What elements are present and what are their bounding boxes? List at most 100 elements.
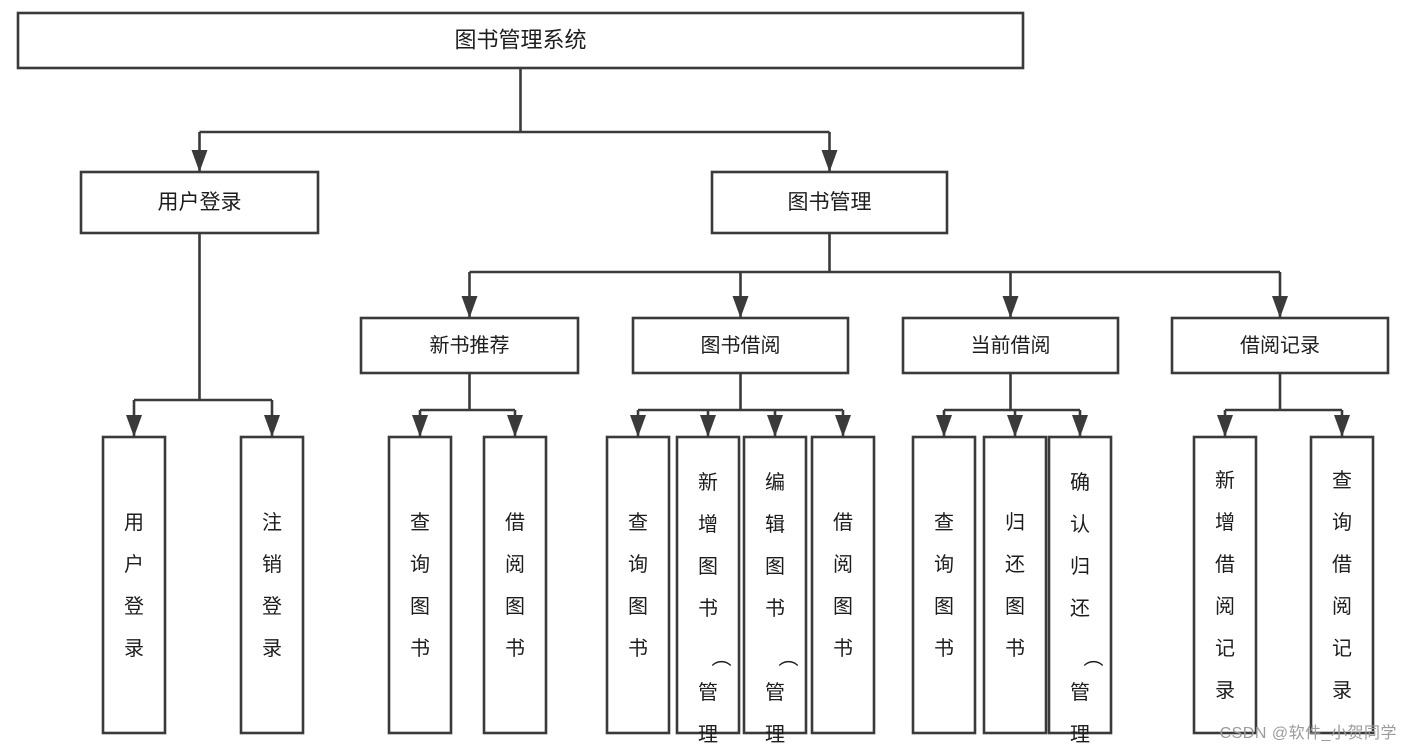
arrow-head-icon: [1334, 415, 1350, 437]
leaf-label-char: 图: [698, 556, 718, 578]
leaf-label-char: 图: [765, 556, 785, 578]
node-root-system[interactable]: 图书管理系统: [16, 11, 1025, 70]
leaf-label-char: 借: [1332, 553, 1352, 576]
leaf-label-char: 图: [410, 596, 430, 618]
leaf-label-char: 录: [124, 638, 144, 660]
leaf-label-char: 图: [1005, 596, 1025, 618]
leaf-label-char: 书: [833, 637, 853, 660]
leaf-label-char: 注: [262, 511, 282, 534]
leaf-label-char: 新: [1215, 469, 1235, 492]
leaf-label-char: 阅: [505, 553, 525, 576]
leaf-label-char: 借: [505, 511, 525, 534]
leaf-label-char: 辑: [765, 513, 785, 536]
leaf-label-char: 借: [833, 511, 853, 534]
leaf-label-char: 借: [1215, 553, 1235, 576]
node-layer: 图书管理系统用户登录图书管理新书推荐图书借阅当前借阅借阅记录用户登录注销登录查询…: [16, 11, 1390, 747]
node-label: 借阅记录: [1240, 334, 1320, 357]
leaf-label-char: 户: [124, 553, 144, 576]
arrow-head-icon: [1072, 415, 1088, 437]
leaf-label-char: 还: [1070, 597, 1090, 620]
arrow-head-icon: [126, 415, 142, 437]
leaf-label-char: 询: [934, 553, 954, 576]
arrow-head-icon: [412, 415, 428, 437]
arrow-head-icon: [461, 296, 478, 318]
arrow-head-icon: [767, 415, 783, 437]
leaf-label-char: 书: [505, 637, 525, 660]
node-label: 当前借阅: [971, 334, 1051, 357]
arrow-head-icon: [732, 296, 749, 318]
arrow-head-icon: [1272, 296, 1288, 318]
leaf-label-char: 图: [628, 596, 648, 618]
arrow-head-icon: [1002, 296, 1019, 318]
arrow-head-icon: [630, 415, 646, 437]
leaf-label-char: 增: [1215, 511, 1235, 534]
leaf-label-char: 理: [765, 724, 785, 746]
leaf-label-char: 管: [765, 681, 785, 704]
leaf-label-char: 归: [1005, 511, 1025, 534]
leaf-label-char: 书: [698, 597, 718, 620]
node-label: 用户登录: [158, 191, 242, 214]
node-label: 图书管理系统: [454, 27, 586, 52]
node-book-manage[interactable]: 图书管理: [710, 170, 949, 235]
node-new-book-recommend[interactable]: 新书推荐: [359, 316, 580, 375]
leaf-label-char: （: [709, 647, 732, 667]
leaf-label-char: 图: [505, 596, 525, 618]
leaf-label-char: 记: [1332, 637, 1352, 660]
leaf-label-char: 询: [1332, 511, 1352, 534]
leaf-label-char: （: [776, 647, 799, 667]
leaf-label-char: 书: [410, 637, 430, 660]
node-leaf-user-login[interactable]: 用户登录: [101, 435, 167, 735]
leaf-label-char: 书: [934, 637, 954, 660]
leaf-label-char: 查: [1332, 469, 1352, 492]
arrow-head-icon: [821, 150, 838, 172]
leaf-label-char: 查: [628, 511, 648, 534]
watermark-text: CSDN @软件_小贺同学: [1219, 725, 1397, 742]
leaf-label-char: 记: [1215, 637, 1235, 660]
leaf-label-char: 认: [1070, 513, 1090, 536]
arrow-head-icon: [936, 415, 952, 437]
leaf-label-char: 询: [410, 553, 430, 576]
leaf-label-char: 阅: [1215, 595, 1235, 618]
leaf-label-char: 管: [1070, 681, 1090, 704]
leaf-label-char: 录: [262, 638, 282, 660]
node-borrow-record[interactable]: 借阅记录: [1170, 316, 1390, 375]
leaf-label-char: 书: [1005, 637, 1025, 660]
leaf-label-char: 管: [698, 681, 718, 704]
leaf-label-char: 书: [765, 597, 785, 620]
leaf-label-char: 阅: [1332, 595, 1352, 618]
leaf-label-char: 理: [698, 724, 718, 746]
leaf-label-char: 还: [1005, 553, 1025, 576]
leaf-label-char: 用: [124, 512, 144, 534]
arrow-head-icon: [191, 150, 208, 172]
leaf-label-char: 询: [628, 553, 648, 576]
leaf-label-char: 登: [262, 595, 282, 618]
connector-layer: [126, 68, 1350, 437]
leaf-label-char: （: [1081, 647, 1104, 667]
leaf-label-char: 销: [262, 553, 282, 576]
arrow-head-icon: [835, 415, 851, 437]
node-user-login[interactable]: 用户登录: [79, 170, 320, 235]
leaf-label-char: 录: [1332, 680, 1352, 702]
node-label: 图书借阅: [701, 334, 781, 357]
node-book-borrow[interactable]: 图书借阅: [631, 316, 850, 375]
node-current-borrow[interactable]: 当前借阅: [901, 316, 1120, 375]
leaf-label-char: 阅: [833, 553, 853, 576]
leaf-label-char: 增: [698, 513, 718, 536]
arrow-head-icon: [507, 415, 523, 437]
leaf-label-char: 归: [1070, 555, 1090, 578]
leaf-label-char: 登: [124, 595, 144, 618]
